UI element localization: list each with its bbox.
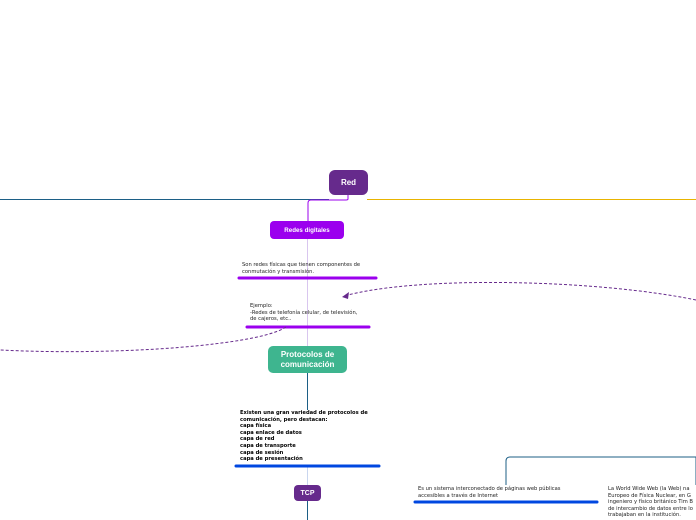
node-redes-digitales[interactable]: Redes digitales <box>270 221 344 239</box>
note-internet: Es un sistema interconectado de páginas … <box>418 486 561 499</box>
redes-digitales-label: Redes digitales <box>284 226 330 234</box>
note-ejemplo: Ejemplo: -Redes de telefonía celular, de… <box>250 303 358 323</box>
note-protocolos-lista: Existen una gran variedad de protocolos … <box>240 410 368 463</box>
tcp-label: TCP <box>300 489 315 497</box>
relationship-curve-left <box>0 326 287 353</box>
relationship-curve-right <box>343 281 696 301</box>
relationship-arrowhead <box>342 292 349 299</box>
protocolos-label: Protocolos de comunicación <box>280 350 335 369</box>
root-connector <box>307 195 349 221</box>
right-subbranch-connector <box>505 456 696 485</box>
node-tcp[interactable]: TCP <box>294 485 321 501</box>
node-protocolos-comunicacion[interactable]: Protocolos de comunicación <box>268 346 347 373</box>
note-www: La World Wide Web (la Web) na Europeo de… <box>608 486 693 519</box>
root-node-label: Red <box>340 178 357 187</box>
root-node-red[interactable]: Red <box>329 170 368 195</box>
note-definicion: Son redes físicas que tienen componentes… <box>242 262 361 275</box>
